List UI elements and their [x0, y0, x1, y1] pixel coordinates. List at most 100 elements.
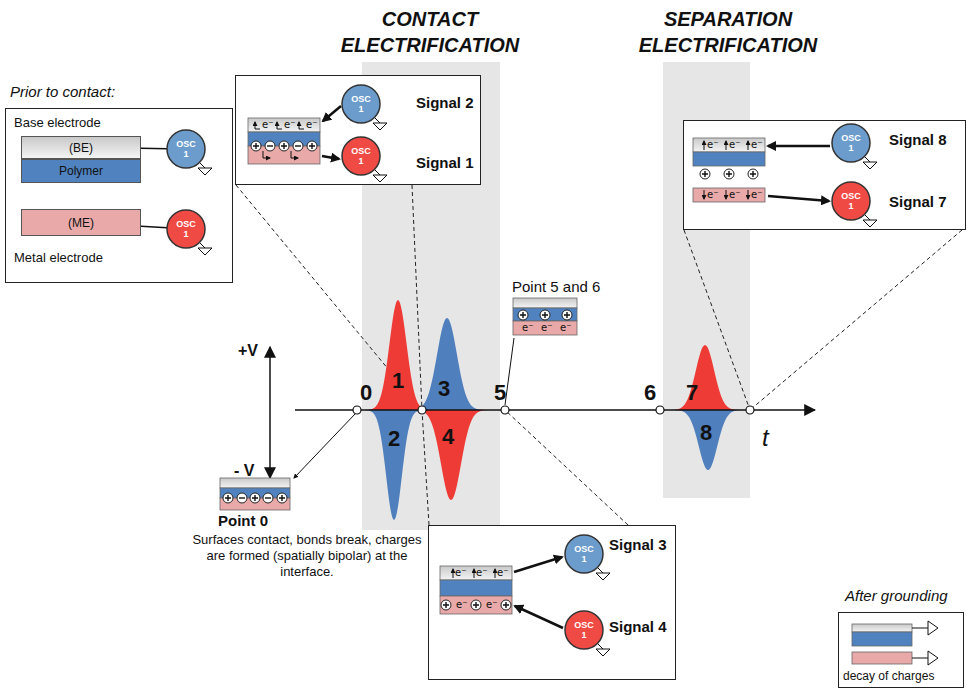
zoom-line	[505, 410, 628, 525]
charge-circle	[441, 600, 451, 610]
charge-sign	[473, 602, 479, 608]
circle-shape	[342, 85, 380, 123]
electron-label: e⁻	[751, 139, 762, 151]
charge-sign	[726, 171, 732, 177]
material-layer	[220, 478, 290, 488]
oscilloscope-circle: OSC 1	[166, 209, 206, 249]
oscilloscope-circle: OSC 1	[564, 534, 604, 574]
charge-symbol	[307, 141, 317, 151]
electron-arrow	[291, 151, 298, 158]
electron-label: e⁻	[284, 119, 295, 131]
node-label: OSC 1	[839, 133, 863, 153]
node-label: OSC 1	[839, 191, 863, 211]
panel-text: Signal 8	[889, 131, 947, 148]
callout-number: 4	[442, 424, 454, 450]
phase-title: SEPARATION ELECTRIFICATION	[608, 6, 848, 58]
callout-number: 8	[700, 420, 712, 446]
callout-number: 0	[360, 380, 372, 406]
electron-label: e⁻	[541, 322, 552, 334]
node-label: (BE)	[69, 141, 93, 155]
voltage-axis	[269, 347, 271, 478]
node-label: (ME)	[68, 216, 94, 230]
material-layer	[693, 152, 765, 166]
charge-symbol	[700, 169, 710, 179]
phase-title: CONTACT ELECTRIFICATION	[320, 6, 540, 58]
zoom-line	[422, 410, 429, 525]
charge-sign	[253, 143, 259, 149]
ground-symbol	[198, 162, 212, 175]
electron-arrow	[255, 122, 260, 129]
callout-number: 3	[438, 376, 450, 402]
material-layer	[693, 138, 765, 152]
circle-shape	[167, 210, 205, 248]
electron-arrow	[277, 122, 282, 129]
inset-box: After groundingdecay of charges	[838, 612, 964, 688]
electron-label: e⁻	[707, 189, 718, 201]
charge-circle	[501, 600, 511, 610]
signal-pulse	[357, 300, 422, 410]
panel-text: Signal 3	[609, 536, 667, 553]
ground-symbol	[596, 567, 610, 580]
time-point	[418, 406, 426, 414]
zoom-line	[412, 185, 422, 410]
charge-sign	[267, 145, 273, 146]
panel-ground	[235, 75, 481, 185]
electron-label: e⁻	[707, 139, 718, 151]
electron-label: e⁻	[497, 567, 508, 579]
material-layer	[440, 596, 512, 614]
signal-pulse	[660, 410, 750, 470]
electron-label: e⁻	[262, 119, 273, 131]
panel-ground	[428, 525, 676, 680]
node-label: OSC 1	[349, 146, 373, 166]
panel-text: decay of charges	[843, 669, 934, 683]
oscilloscope-circle: OSC 1	[831, 123, 871, 163]
charge-sign	[295, 145, 301, 146]
ground-symbol	[596, 643, 610, 656]
charge-symbol	[501, 600, 511, 610]
charge-sign	[265, 497, 271, 498]
charge-sign	[503, 602, 509, 608]
charge-symbol	[518, 310, 528, 320]
material-layer	[440, 580, 512, 596]
polymer-layer: Polymer	[21, 159, 141, 183]
time-point	[656, 406, 664, 414]
electron-arrow	[748, 190, 749, 199]
panel-text: Signal 7	[889, 193, 947, 210]
charge-circle	[251, 141, 261, 151]
panel-text: Metal electrode	[14, 250, 103, 265]
electron-label: e⁻	[486, 599, 497, 611]
charge-sign	[225, 495, 231, 501]
node-label: OSC 1	[572, 544, 596, 564]
ground-symbol	[912, 621, 938, 635]
panel-ground	[838, 612, 964, 688]
material-layer	[248, 118, 320, 132]
circle-shape	[565, 611, 603, 649]
charge-sign	[239, 497, 245, 498]
signal-arrow	[768, 196, 829, 201]
zoom-line	[750, 230, 962, 410]
material-layer	[513, 308, 577, 321]
material-layer	[852, 652, 912, 664]
callout-number: 2	[388, 426, 400, 452]
charge-symbol	[277, 493, 287, 503]
charge-symbol	[263, 493, 273, 503]
charge-symbol	[237, 493, 247, 503]
callout-number: 6	[644, 380, 656, 406]
electron-arrow	[704, 141, 705, 150]
material-layer	[513, 321, 577, 335]
signal-arrow	[505, 338, 514, 405]
callout-number: 7	[686, 380, 698, 406]
material-layer	[440, 566, 512, 580]
node-label: Polymer	[59, 164, 103, 178]
charge-circle	[263, 493, 273, 503]
oscilloscope-circle: OSC 1	[341, 84, 381, 124]
electron-arrow	[704, 190, 705, 199]
time-point	[746, 406, 754, 414]
charge-circle	[562, 310, 572, 320]
electron-arrow	[495, 569, 496, 578]
electron-label: e⁻	[729, 189, 740, 201]
charge-circle	[265, 141, 275, 151]
charge-circle	[307, 141, 317, 151]
panel-grounds	[5, 75, 966, 688]
